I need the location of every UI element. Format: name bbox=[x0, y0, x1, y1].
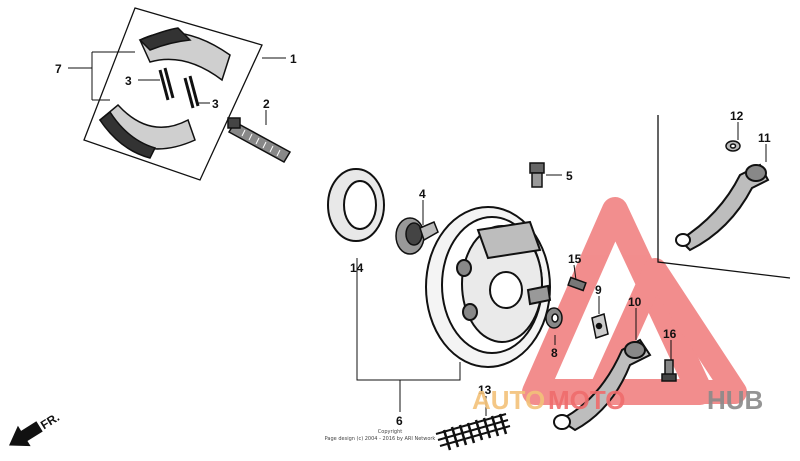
front-direction-indicator: FR. bbox=[9, 410, 62, 447]
brake-panel bbox=[425, 206, 552, 368]
brake-arm-alt bbox=[675, 163, 770, 252]
leader-lines bbox=[68, 51, 767, 416]
brake-shoe-assembly bbox=[83, 7, 263, 181]
brake-lining-lower bbox=[98, 110, 157, 159]
watermark-auto: AUTO bbox=[472, 385, 545, 415]
callout-16: 16 bbox=[663, 327, 677, 341]
bolt-15 bbox=[567, 276, 587, 292]
return-spring-left bbox=[158, 67, 175, 101]
bolt-16 bbox=[661, 359, 677, 382]
callout-3b: 3 bbox=[212, 97, 219, 111]
callout-7: 7 bbox=[55, 62, 62, 76]
callout-4: 4 bbox=[419, 187, 426, 201]
callout-1: 1 bbox=[290, 52, 297, 66]
shoe-box-outline bbox=[83, 7, 263, 181]
callout-11: 11 bbox=[758, 131, 771, 145]
callout-6: 6 bbox=[396, 414, 403, 428]
return-spring-right bbox=[183, 75, 200, 109]
wear-indicator bbox=[591, 313, 609, 339]
callout-12: 12 bbox=[730, 109, 744, 123]
cam-head bbox=[227, 117, 241, 129]
panel-cam-boss bbox=[476, 220, 542, 260]
callout-10: 10 bbox=[628, 295, 642, 309]
callout-5: 5 bbox=[566, 169, 573, 183]
callout-labels: 1 2 3 3 4 5 6 7 8 9 10 11 12 13 14 15 16 bbox=[55, 52, 771, 428]
callout-13: 13 bbox=[478, 383, 492, 397]
speedometer-gear bbox=[395, 217, 439, 255]
watermark-text: AUTO MOTO HUB bbox=[472, 385, 763, 415]
callout-14: 14 bbox=[350, 261, 364, 275]
watermark-logo bbox=[522, 197, 747, 405]
dust-seal bbox=[327, 168, 385, 242]
watermark-hub: HUB bbox=[707, 385, 763, 415]
watermark-triangle-right bbox=[588, 258, 747, 404]
callout-8: 8 bbox=[551, 346, 558, 360]
brake-lining-upper bbox=[138, 27, 192, 51]
washer-8 bbox=[545, 307, 563, 329]
copyright-title: Copyright bbox=[378, 429, 402, 435]
panel-hub-hole bbox=[489, 271, 523, 309]
copyright-line: Page design (c) 2004 - 2016 by ARI Netwo… bbox=[325, 436, 436, 442]
washer-12 bbox=[725, 140, 741, 152]
inset-border bbox=[657, 115, 791, 279]
brake-arm bbox=[553, 338, 652, 432]
callout-3a: 3 bbox=[125, 74, 132, 88]
grease-nipple bbox=[529, 162, 545, 188]
callout-2: 2 bbox=[263, 97, 270, 111]
callout-15: 15 bbox=[568, 252, 582, 266]
copyright-notice: Copyright Page design (c) 2004 - 2016 by… bbox=[325, 429, 436, 442]
brake-arm-spring bbox=[435, 413, 511, 451]
callout-9: 9 bbox=[595, 283, 602, 297]
front-arrow-icon bbox=[9, 421, 43, 447]
inset-panel bbox=[657, 115, 791, 279]
brake-cam bbox=[227, 117, 292, 164]
watermark-moto: MOTO bbox=[548, 385, 626, 415]
front-direction-label: FR. bbox=[38, 410, 62, 432]
